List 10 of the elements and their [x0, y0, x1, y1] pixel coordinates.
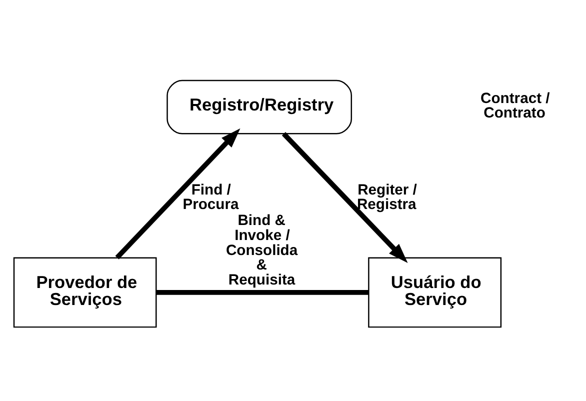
node-box: Provedor de Serviços — [13, 256, 157, 328]
node-box: Usuário do Serviço — [368, 256, 502, 328]
connector — [156, 289, 368, 294]
edge-label: Find / Procura — [182, 182, 239, 213]
arrow — [115, 128, 240, 259]
arrow — [282, 132, 408, 263]
edge-label: Regiter / Registra — [356, 182, 417, 213]
label: Contract / Contrato — [480, 90, 550, 122]
node-box: Registro/Registry — [166, 79, 352, 134]
edge-label: Bind & Invoke / Consolida & Requisita — [226, 212, 298, 288]
